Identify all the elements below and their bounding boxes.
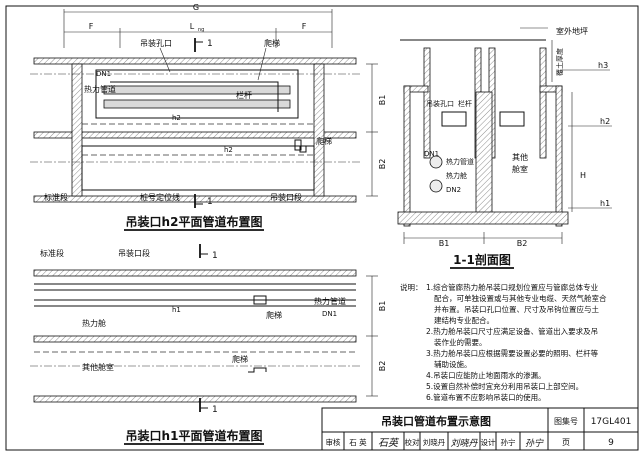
label-other-cabin-bottom: 其他舱室 — [82, 362, 114, 372]
cut-mark-top-2: 1 — [207, 197, 213, 207]
label-ladder-2-top: 爬梯 — [316, 136, 332, 146]
drawing-title: 吊装口管道布置示意图 — [381, 414, 491, 428]
note-line: 辅助设施。 — [434, 359, 472, 369]
notes: 说明： 1.综合管廊热力舱吊装口规划位置应与管廊总体专业 配合，可单独设置或与其… — [400, 282, 607, 402]
label-outdoor-ground: 室外地坪 — [556, 26, 588, 36]
checker-signature: 刘晓丹 — [450, 438, 478, 449]
label-standard-section-bottom: 标准段 — [40, 248, 64, 258]
review-label: 审核 — [326, 437, 341, 447]
dim-lng: L — [190, 22, 195, 31]
checker-name: 刘晓丹 — [423, 437, 446, 447]
label-h2-b: h2 — [224, 146, 233, 154]
label-pile-line: 桩号定位线 — [140, 192, 180, 202]
label-h2-section: h2 — [600, 117, 610, 126]
dim-g: G — [193, 3, 199, 12]
bottom-plan: 标准段 吊装口段 1 h1 热力管道 DN1 热力舱 爬梯 其他舱室 爬梯 B1… — [30, 244, 387, 445]
label-standard-section-top: 标准段 — [44, 192, 68, 202]
check-label: 校对 — [405, 437, 420, 447]
label-heat-cabin-section: 热力舱 — [446, 171, 467, 180]
dim-b2-top: B2 — [378, 159, 387, 170]
label-hoist-hole-section: 吊装孔口 — [426, 99, 454, 108]
dim-f-left: F — [89, 22, 94, 31]
dim-b1-top: B1 — [378, 95, 387, 106]
page-label: 页 — [562, 438, 570, 447]
label-railing-top: 栏杆 — [236, 90, 252, 100]
page-no: 9 — [608, 438, 614, 448]
cut-mark-top: 1 — [207, 39, 213, 49]
cut-mark-bottom: 1 — [212, 251, 218, 261]
label-heat-cabin-bottom: 热力舱 — [82, 318, 106, 328]
dim-b2-section: B2 — [517, 239, 528, 248]
atlas-no: 17GL401 — [591, 417, 632, 427]
reviewer-name: 石 英 — [349, 437, 367, 447]
label-other-cabin-1: 其他 — [512, 152, 528, 162]
label-h1-bottom: h1 — [172, 306, 181, 314]
title-section: 1-1剖面图 — [453, 252, 511, 267]
note-line: 2.热力舱吊装口尺寸应满足设备、管道出入要求及吊 — [426, 326, 598, 336]
label-heat-pipe-bottom: 热力管道 — [314, 296, 346, 306]
label-dn2-section: DN2 — [446, 186, 461, 194]
label-other-cabin-2: 舱室 — [512, 164, 528, 174]
label-dn1-section: DN1 — [424, 150, 439, 158]
label-heat-cabin-top: 热力管道 — [84, 84, 116, 94]
note-line: 4.吊装口应能防止地面雨水的渗漏。 — [426, 370, 546, 380]
note-line: 装作业的需要。 — [434, 337, 487, 347]
design-label: 设计 — [481, 437, 496, 447]
section-1-1: 室外地坪 覆土厚度 h3 吊装孔口 栏杆 h2 DN1 热力管道 热力舱 DN2… — [397, 26, 612, 269]
label-ladder-top: 爬梯 — [264, 38, 280, 48]
label-heat-pipe-section: 热力管道 — [446, 157, 474, 166]
cut-mark-bottom-2: 1 — [212, 405, 218, 415]
label-railing-section: 栏杆 — [458, 99, 472, 108]
label-hoist-section-top: 吊装口段 — [270, 192, 302, 202]
dim-f-right: F — [302, 22, 307, 31]
dim-b1-bottom: B1 — [378, 301, 387, 312]
label-h2-a: h2 — [172, 114, 181, 122]
label-cover-depth: 覆土厚度 — [555, 48, 564, 76]
label-hoist-section-bottom: 吊装口段 — [118, 248, 150, 258]
label-ladder-bottom: 爬梯 — [266, 310, 282, 320]
note-line: 配合，可单独设置或与其他专业电缆、天然气舱室合 — [434, 293, 607, 303]
label-h3: h3 — [598, 61, 608, 70]
label-ladder-2-bottom: 爬梯 — [232, 354, 248, 364]
note-line: 并布置。吊装口孔口位置、尺寸及吊钩位置应与土 — [434, 304, 599, 314]
title-top-plan: 吊装口h2平面管道布置图 — [126, 214, 263, 229]
label-dn1-bottom: DN1 — [322, 310, 337, 318]
atlas-label: 图集号 — [554, 416, 578, 426]
label-h1-section: h1 — [600, 199, 610, 208]
designer-name: 孙宁 — [501, 437, 516, 447]
label-dn1-top: DN1 — [96, 70, 111, 78]
note-line: 5.设置自然补偿时宜充分利用吊装口上部空间。 — [426, 381, 583, 391]
label-h-dim: H — [580, 171, 586, 180]
designer-signature: 孙宁 — [525, 438, 544, 449]
label-hoist-hole: 吊装孔口 — [140, 38, 172, 48]
dim-lng-sub: ng — [198, 27, 204, 33]
note-line: 建结构专业配合。 — [434, 315, 494, 325]
title-bottom-plan: 吊装口h1平面管道布置图 — [126, 428, 263, 443]
dim-b1-section: B1 — [439, 239, 450, 248]
notes-heading: 说明： — [400, 282, 423, 292]
note-line: 1.综合管廊热力舱吊装口规划位置应与管廊总体专业 — [426, 282, 599, 292]
title-block: 吊装口管道布置示意图 图集号 17GL401 审核 石 英 石英 校对 刘晓丹 … — [321, 407, 639, 451]
note-line: 3.热力舱吊装口应根据需要设置必要的照明、栏杆等 — [426, 348, 599, 358]
note-line: 6.管道布置不应影响吊装口的使用。 — [426, 392, 546, 402]
dim-b2-bottom: B2 — [378, 361, 387, 372]
top-plan: G F L ng F 1 吊装孔口 爬梯 — [30, 3, 387, 231]
reviewer-signature: 石英 — [378, 437, 400, 449]
